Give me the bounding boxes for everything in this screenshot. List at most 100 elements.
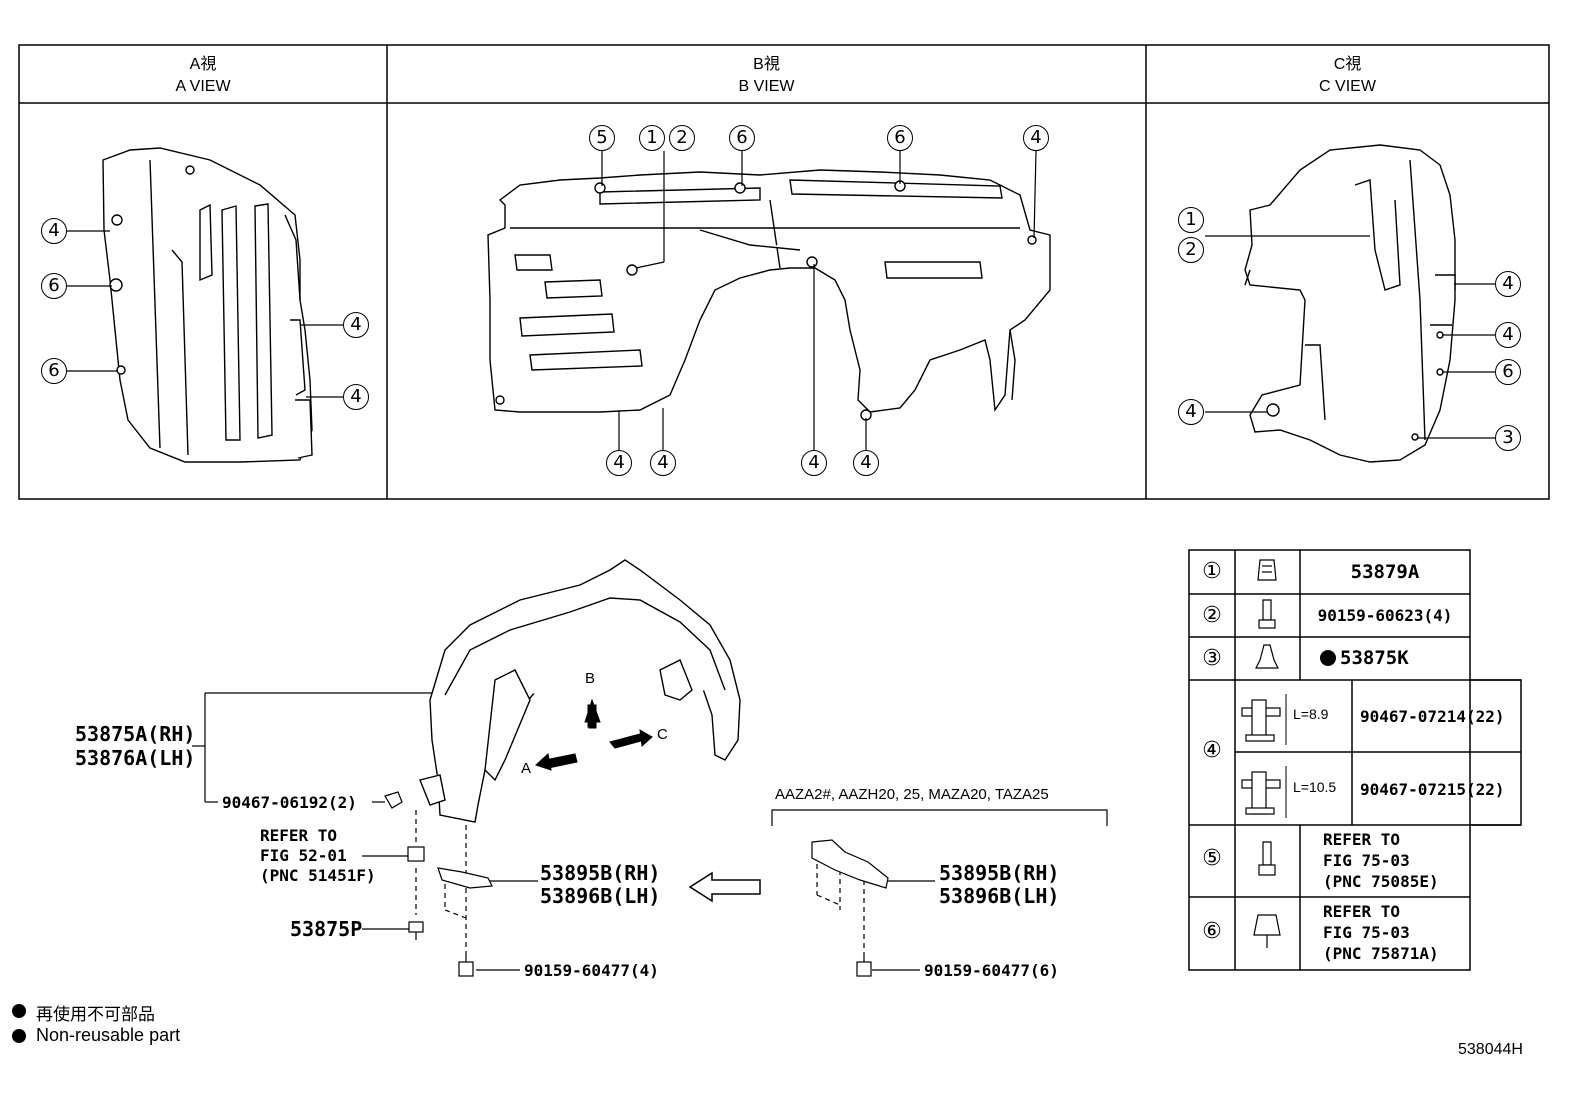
b-view-title-en: B VIEW <box>738 78 795 95</box>
callout-4: 4 <box>343 312 369 338</box>
leader-lines <box>66 150 1495 971</box>
hollow-arrow <box>688 871 761 903</box>
main-fender-liner <box>419 559 741 823</box>
refer-line: REFER TO <box>1323 830 1401 849</box>
callout-6: 6 <box>887 125 913 151</box>
part-53876A-lh: 53876A(LH) <box>75 746 196 770</box>
part-53896B-lh: 53896B(LH) <box>939 884 1060 908</box>
screw-icon <box>408 921 424 933</box>
view-direction-arrows <box>535 698 653 771</box>
part-90467-06192: 90467-06192(2) <box>222 793 357 812</box>
callout-4: 4 <box>343 384 369 410</box>
refer-line: (PNC 75085E) <box>1323 872 1439 891</box>
arrow-label-b: B <box>585 670 596 687</box>
table-num-5: ⑤ <box>1202 846 1222 871</box>
callout-2: 2 <box>1178 237 1204 263</box>
table-length-8-9: L=8.9 <box>1293 706 1329 722</box>
c-view-title-en: C VIEW <box>1319 78 1376 95</box>
a-view-fender-liner <box>102 147 313 463</box>
refer-line: FIG 75-03 <box>1323 923 1410 942</box>
part-53895B-rh: 53895B(RH) <box>540 861 661 885</box>
assembly-lines <box>415 810 865 955</box>
arrow-label-c: C <box>657 726 668 743</box>
refer-line: (PNC 75871A) <box>1323 944 1439 963</box>
legend-jp: 再使用不可部品 <box>36 1005 155 1024</box>
callout-4: 4 <box>1495 322 1521 348</box>
table-length-10-5: L=10.5 <box>1293 779 1337 795</box>
callout-4: 4 <box>41 218 67 244</box>
refer-line: FIG 75-03 <box>1323 851 1410 870</box>
refer-line: FIG 52-01 <box>260 846 347 865</box>
callout-4: 4 <box>606 450 632 476</box>
callout-1: 1 <box>1178 207 1204 233</box>
table-part-90467-07215: 90467-07215(22) <box>1360 780 1505 799</box>
figure-id: 538044H <box>1458 1041 1523 1058</box>
callout-3: 3 <box>1495 425 1521 451</box>
screw-icon <box>1262 599 1272 621</box>
table-part-53879A: 53879A <box>1350 561 1420 583</box>
bracket-icon <box>437 867 493 889</box>
callout-2: 2 <box>669 125 695 151</box>
table-num-6: ⑥ <box>1202 919 1222 944</box>
part-53896B-lh: 53896B(LH) <box>540 884 661 908</box>
part-53875P: 53875P <box>290 917 363 941</box>
b-view-fender-liner <box>487 169 1051 421</box>
bracket-icon <box>811 839 889 889</box>
model-note: AAZA2#, AAZH20, 25, MAZA20, TAZA25 <box>775 786 1049 803</box>
callout-5: 5 <box>589 125 615 151</box>
callout-4: 4 <box>853 450 879 476</box>
callout-4: 4 <box>1495 271 1521 297</box>
a-view-title-en: A VIEW <box>175 78 231 95</box>
table-num-4: ④ <box>1202 738 1222 763</box>
bolt-icon <box>458 961 474 977</box>
part-90159-60477-6: 90159-60477(6) <box>924 961 1059 980</box>
non-reusable-icon <box>1320 650 1336 666</box>
screw-icon <box>1262 841 1272 866</box>
nut-icon <box>1255 644 1279 669</box>
legend-bullet-icon <box>12 1004 26 1018</box>
c-view-title-jp: C視 <box>1333 56 1362 73</box>
table-refer-75871A: REFER TO FIG 75-03 (PNC 75871A) <box>1323 901 1439 964</box>
table-part-53875K: 53875K <box>1340 647 1409 669</box>
table-part-90467-07214: 90467-07214(22) <box>1360 707 1505 726</box>
b-view-header: B視 B VIEW <box>387 54 1146 98</box>
callout-6: 6 <box>1495 359 1521 385</box>
fasteners <box>384 791 889 977</box>
table-refer-75085E: REFER TO FIG 75-03 (PNC 75085E) <box>1323 829 1439 892</box>
a-view-header: A視 A VIEW <box>19 54 387 98</box>
b-view-title-jp: B視 <box>753 56 780 73</box>
refer-line: (PNC 51451F) <box>260 866 376 885</box>
table-icons <box>1241 559 1287 948</box>
parts-table-grid <box>1188 549 1522 971</box>
callout-4: 4 <box>1178 399 1204 425</box>
c-view-fender-liner <box>1244 144 1456 463</box>
a-view-title-jp: A視 <box>189 56 217 73</box>
bolt-icon <box>856 961 872 977</box>
refer-fig-52-01: REFER TO FIG 52-01 (PNC 51451F) <box>260 826 376 886</box>
arrow-label-a: A <box>521 760 532 777</box>
table-part-90159-60623: 90159-60623(4) <box>1317 606 1453 625</box>
clip-icon <box>1253 914 1281 936</box>
callout-6: 6 <box>41 358 67 384</box>
table-num-2: ② <box>1202 603 1222 628</box>
callout-4: 4 <box>801 450 827 476</box>
table-num-3: ③ <box>1202 646 1222 671</box>
clip-icon <box>1257 559 1277 581</box>
part-90159-60477-4: 90159-60477(4) <box>524 961 659 980</box>
refer-line: REFER TO <box>1323 902 1401 921</box>
c-view-header: C視 C VIEW <box>1146 54 1549 98</box>
legend-bullet-icon <box>12 1029 26 1043</box>
callout-6: 6 <box>41 273 67 299</box>
nut-icon <box>407 846 425 862</box>
part-53895B-rh: 53895B(RH) <box>939 861 1060 885</box>
part-53875A-rh: 53875A(RH) <box>75 722 196 746</box>
callout-1: 1 <box>639 125 665 151</box>
views-frame <box>18 44 1550 500</box>
refer-line: REFER TO <box>260 826 338 845</box>
callout-4: 4 <box>1023 125 1049 151</box>
callout-4: 4 <box>650 450 676 476</box>
legend-en: Non-reusable part <box>36 1025 181 1045</box>
callout-6: 6 <box>729 125 755 151</box>
clip-icon <box>384 791 403 809</box>
